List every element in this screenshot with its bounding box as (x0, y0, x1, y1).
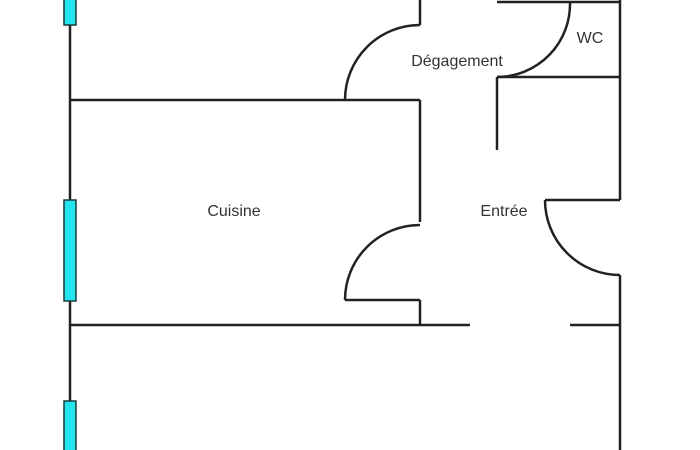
room-label-wc: WC (576, 30, 604, 47)
door-entree-swing (543, 199, 621, 277)
window-cuisine (63, 199, 77, 302)
door-wc-swing (496, 1, 572, 79)
window-top (63, 0, 77, 26)
room-label-cuisine: Cuisine (207, 203, 261, 220)
door-cuisine-swing (343, 223, 421, 301)
room-label-entree: Entrée (480, 203, 528, 220)
room-label-degagement: Dégagement (411, 53, 503, 70)
window-bottom (63, 400, 77, 450)
door-degagement-swing (343, 23, 421, 101)
